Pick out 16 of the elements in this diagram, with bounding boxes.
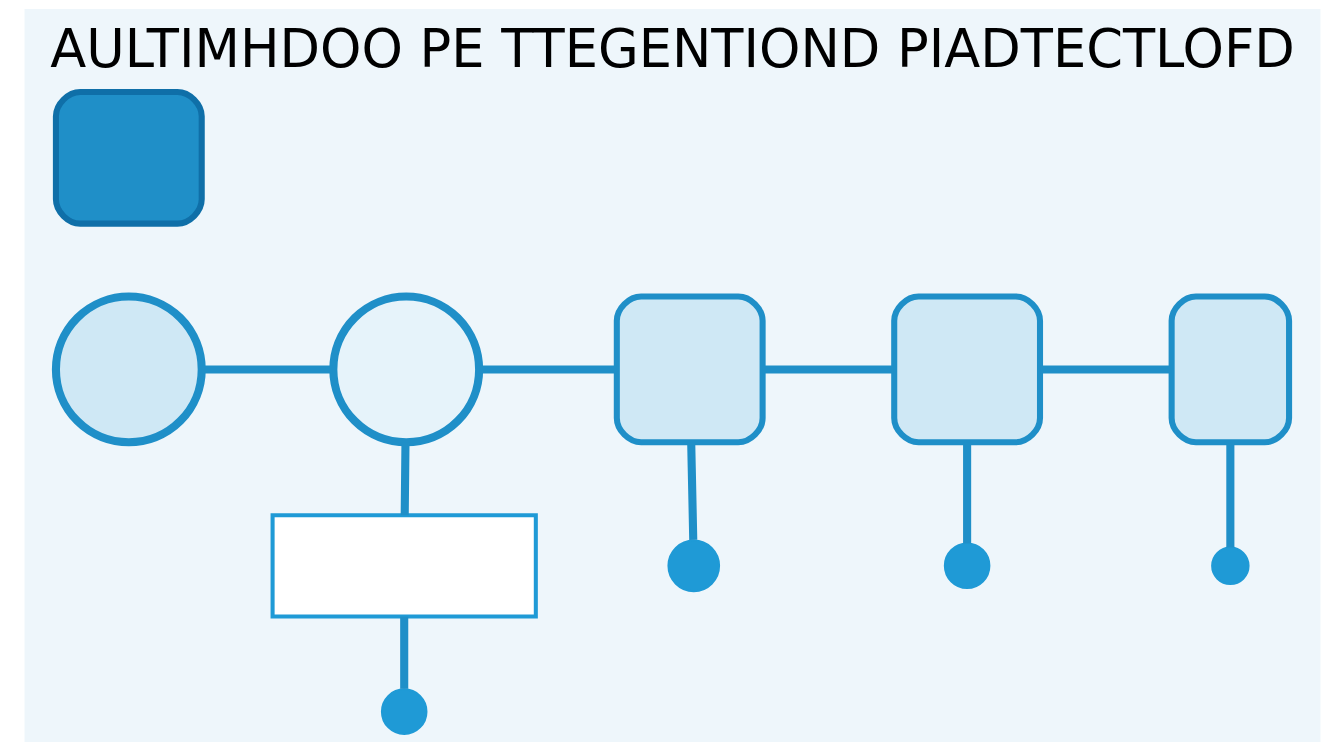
node-circle (943, 542, 990, 589)
node-circle (1210, 546, 1250, 585)
node-box (52, 88, 205, 227)
node-circle (666, 539, 720, 592)
connector (1225, 442, 1234, 547)
node-box (613, 293, 766, 445)
node-circle (328, 291, 483, 446)
node-box (890, 293, 1043, 445)
connector (762, 364, 894, 373)
connector (399, 616, 408, 689)
node-circle (380, 687, 427, 735)
node-box (1168, 293, 1292, 445)
node-box (270, 512, 538, 618)
connector (962, 442, 971, 543)
diagram-title: AULTIMHDOO PE TTEGENTIOND PIADTECTLOFD (49, 17, 1295, 79)
node-circle (51, 291, 206, 446)
